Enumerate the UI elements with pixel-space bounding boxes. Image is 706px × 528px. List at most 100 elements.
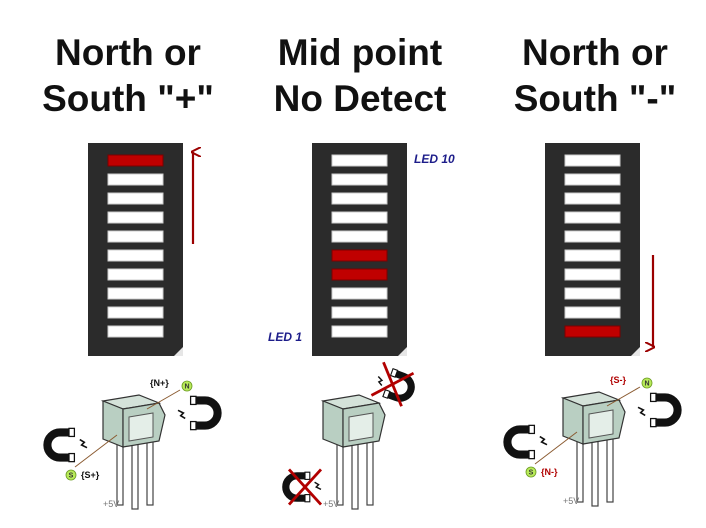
field-mark-icon <box>637 406 646 417</box>
pole-ball-letter: S <box>69 473 74 480</box>
pole-tip-top <box>649 417 657 428</box>
led-bar-graph-2 <box>312 143 407 356</box>
led-segment-10-lit <box>107 154 164 167</box>
horseshoe-magnet-bottom-crossed-icon <box>282 468 323 506</box>
hall-sensor <box>560 391 626 507</box>
sensor-pin-2 <box>351 442 359 510</box>
field-mark-icon <box>539 435 548 446</box>
field-mark-icon <box>79 438 88 449</box>
led-segment-5 <box>107 249 164 262</box>
pole-tip-bottom <box>304 494 311 503</box>
pole-tip-bottom <box>389 367 399 378</box>
sensor-side-face <box>322 400 344 448</box>
led-segment-1 <box>107 325 164 338</box>
top-pole-marker: N <box>641 377 653 389</box>
led-segment-1-lit <box>564 325 621 338</box>
led-segment-10 <box>331 154 388 167</box>
cross-line-2 <box>287 468 323 506</box>
top-pole-label: {S-} <box>610 375 627 385</box>
pole-tip-bottom <box>528 449 536 460</box>
field-mark-icon <box>177 409 186 420</box>
led-bar-graph-3 <box>545 143 653 356</box>
sensor-pin-3 <box>366 438 374 506</box>
pole-tip-top <box>304 471 311 480</box>
horseshoe-body <box>654 393 682 427</box>
pole-tip-top <box>189 420 197 431</box>
sensor-window <box>588 409 614 439</box>
led-segment-6 <box>107 230 164 243</box>
bottom-pole-marker: S <box>525 466 537 478</box>
horseshoe-magnet-top-crossed-icon <box>370 361 415 407</box>
led-bar-graph-1 <box>88 143 193 356</box>
bottom-pole-label: {N-} <box>541 467 558 477</box>
field-arrow-bottom <box>534 431 578 465</box>
horseshoe-body <box>385 369 415 402</box>
horseshoe-magnet-bottom-icon <box>503 424 548 460</box>
title-midpoint-line1: Mid point <box>277 32 443 73</box>
supply-label: +5V <box>323 499 339 509</box>
hall-sensor <box>320 394 386 510</box>
sensor-pin-2 <box>591 439 599 507</box>
pole-ball <box>525 466 537 478</box>
led-segment-3 <box>564 287 621 300</box>
led-segment-8 <box>331 192 388 205</box>
title-negative-line2: South "-" <box>513 78 677 119</box>
sensor-pin-2 <box>131 442 139 510</box>
supply-label: +5V <box>103 499 119 509</box>
title-negative: North or South "-" <box>480 30 706 122</box>
top-pole-marker: N <box>181 380 193 392</box>
horseshoe-body <box>43 428 71 462</box>
sensor-scene-3: +5V N S {S-} {N-} <box>503 375 682 507</box>
horseshoe-magnet-top-icon <box>637 392 682 428</box>
pole-ball <box>181 380 193 392</box>
horseshoe-body <box>503 425 531 459</box>
led-segment-9 <box>564 173 621 186</box>
horseshoe-body <box>194 396 222 430</box>
top-pole-label: {N+} <box>150 378 169 388</box>
pole-ball-letter: S <box>529 470 534 477</box>
led-segment-8 <box>107 192 164 205</box>
led-1-label: LED 1 <box>268 330 303 344</box>
field-mark-icon <box>314 481 322 491</box>
cross-line-2 <box>370 371 415 397</box>
pole-ball <box>65 469 77 481</box>
field-arrow-top <box>606 386 641 407</box>
led-segment-6 <box>331 230 388 243</box>
bar-corner <box>631 347 640 356</box>
pole-tip-top <box>68 427 76 438</box>
sensor-pin-3 <box>146 438 154 506</box>
pole-tip-bottom <box>649 392 657 403</box>
bar-corner <box>398 347 407 356</box>
bottom-pole-marker: S <box>65 469 77 481</box>
led-segment-7 <box>331 211 388 224</box>
field-mark-icon <box>377 376 384 386</box>
sensor-side-face <box>562 397 584 445</box>
pole-ball-letter: N <box>184 384 189 391</box>
led-segment-1 <box>331 325 388 338</box>
title-positive-line1: North or <box>55 32 201 73</box>
led-segment-6 <box>564 230 621 243</box>
horseshoe-magnet-bottom-icon <box>43 427 88 463</box>
led-segment-5-lit <box>331 249 388 262</box>
title-positive-line2: South "+" <box>42 78 214 119</box>
supply-label: +5V <box>563 496 579 506</box>
led-segment-3 <box>107 287 164 300</box>
led-segment-7 <box>107 211 164 224</box>
led-segment-7 <box>564 211 621 224</box>
pole-ball <box>641 377 653 389</box>
led-segment-8 <box>564 192 621 205</box>
pole-tip-bottom <box>189 395 197 406</box>
title-positive: North or South "+" <box>13 30 243 122</box>
sensor-window <box>348 412 374 442</box>
title-negative-line1: North or <box>522 32 668 73</box>
horseshoe-magnet-top-icon <box>177 395 222 431</box>
led-segment-10 <box>564 154 621 167</box>
led-segment-4 <box>564 268 621 281</box>
pole-tip-top <box>528 424 536 435</box>
led-segment-4-lit <box>331 268 388 281</box>
title-midpoint: Mid point No Detect <box>245 30 475 122</box>
sensor-side-face <box>102 400 124 448</box>
led-segment-5 <box>564 249 621 262</box>
